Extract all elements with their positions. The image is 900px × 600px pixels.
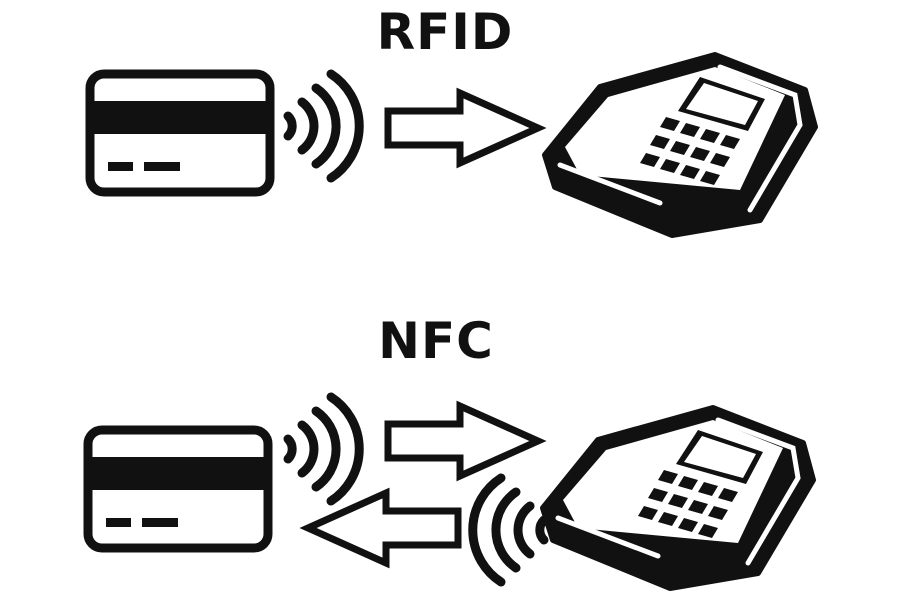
contactless-waves-icon [473,478,544,582]
arrow-right-icon [388,93,538,163]
contactless-waves-icon [288,397,359,501]
contactless-waves-icon [288,74,359,178]
rfid-title: RFID [376,3,514,61]
nfc-row [88,397,813,588]
payment-terminal-icon [545,55,815,235]
credit-card-icon [88,430,268,548]
nfc-title: NFC [378,312,494,370]
arrow-right-icon [388,406,538,476]
credit-card-icon [90,74,270,192]
payment-terminal-icon [543,408,813,588]
rfid-row [90,55,815,235]
